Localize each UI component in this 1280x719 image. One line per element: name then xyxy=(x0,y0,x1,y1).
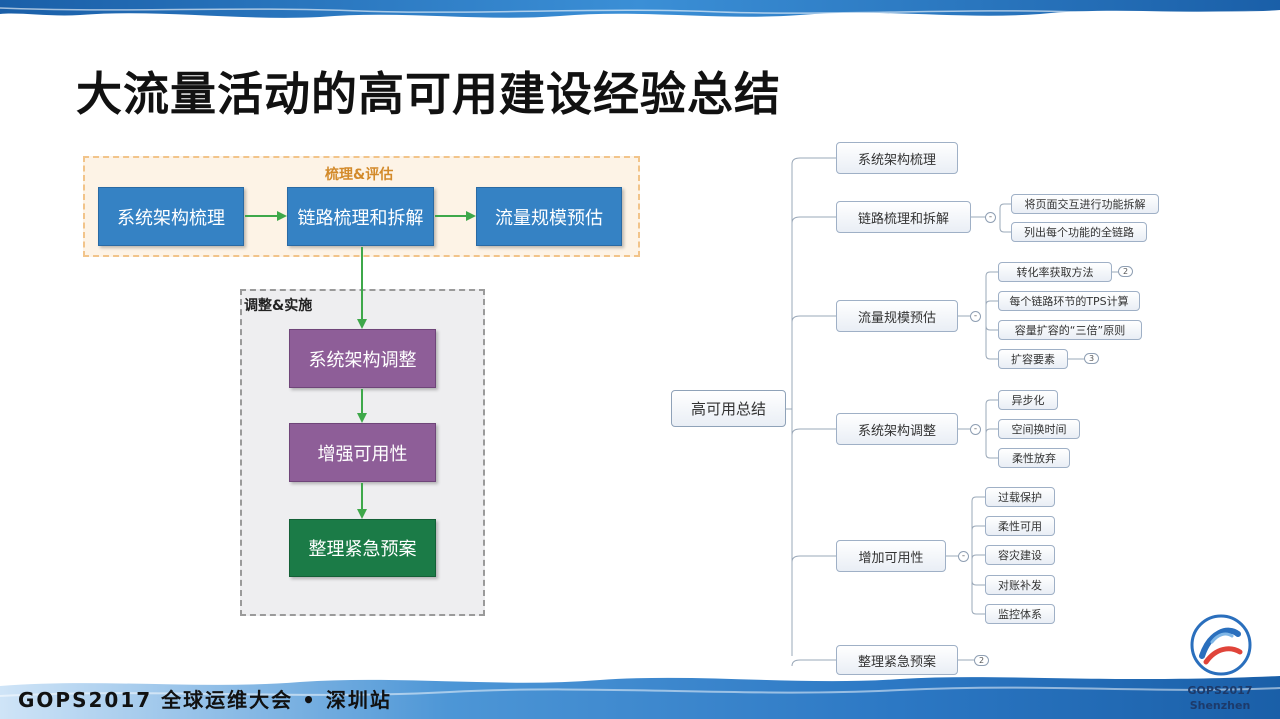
mindmap-leaf-scaling-factors[interactable]: 扩容要素 xyxy=(998,349,1068,369)
connector-b3-leaf-2 xyxy=(985,300,998,306)
connector-branch-2 xyxy=(791,216,836,224)
mindmap-branch-emergency-plan[interactable]: 整理紧急预案 xyxy=(836,645,958,675)
collapse-toggle-link-breakdown[interactable]: - xyxy=(985,212,996,223)
mindmap-leaf-conversion-rate[interactable]: 转化率获取方法 xyxy=(998,262,1112,282)
connector-b4-leaf-3 xyxy=(985,453,998,459)
review-group-label: 梳理&评估 xyxy=(325,167,394,183)
flow-step-architecture-adjust: 系统架构调整 xyxy=(289,329,436,388)
connector-branch-4 xyxy=(791,428,836,436)
gops-logo-icon xyxy=(1190,614,1252,676)
mindmap-branch-architecture-adjust[interactable]: 系统架构调整 xyxy=(836,413,958,445)
mindmap-branch-link-breakdown[interactable]: 链路梳理和拆解 xyxy=(836,201,971,233)
logo-text-gops2017: GOPS2017 xyxy=(1187,684,1253,697)
connector-b4-leaf-2 xyxy=(985,428,998,434)
mindmap-leaf-full-link-per-function[interactable]: 列出每个功能的全链路 xyxy=(1011,222,1147,242)
mindmap-leaf-async[interactable]: 异步化 xyxy=(998,390,1058,410)
flow-step-traffic-estimate: 流量规模预估 xyxy=(476,187,622,246)
connector-b4-leaf-1 xyxy=(985,399,998,405)
collapsed-count-scaling-factors[interactable]: 3 xyxy=(1084,353,1099,364)
mindmap-leaf-page-function-breakdown[interactable]: 将页面交互进行功能拆解 xyxy=(1011,194,1159,214)
connector-b5-leaf-2 xyxy=(971,525,985,531)
logo-text-shenzhen: Shenzhen xyxy=(1189,699,1251,712)
connector-b5-leaf-3 xyxy=(971,554,985,560)
mindmap-root[interactable]: 高可用总结 xyxy=(671,390,786,427)
connector-branch-1 xyxy=(791,157,836,165)
mindmap-leaf-graceful-abandon[interactable]: 柔性放弃 xyxy=(998,448,1070,468)
connector-b3-leaf-3 xyxy=(985,325,998,331)
event-footer: GOPS2017 全球运维大会 • 深圳站 xyxy=(18,688,392,712)
mindmap-leaf-graceful-degradation[interactable]: 柔性可用 xyxy=(985,516,1055,536)
mindmap-leaf-reconciliation[interactable]: 对账补发 xyxy=(985,575,1055,595)
impl-group-label: 调整&实施 xyxy=(244,298,313,314)
connector-b2-leaf-2 xyxy=(999,227,1011,233)
flow-step-availability: 增强可用性 xyxy=(289,423,436,482)
connector-b5-leaf-4 xyxy=(971,580,985,586)
flow-step-architecture-review: 系统架构梳理 xyxy=(98,187,244,246)
collapse-toggle-architecture-adjust[interactable]: - xyxy=(970,424,981,435)
collapsed-count-conversion-rate[interactable]: 2 xyxy=(1118,266,1133,277)
connector-b3-leaf-1 xyxy=(985,271,998,277)
mindmap-leaf-monitoring-system[interactable]: 监控体系 xyxy=(985,604,1055,624)
mindmap-leaf-triple-capacity-rule[interactable]: 容量扩容的“三倍”原则 xyxy=(998,320,1142,340)
mindmap-leaf-disaster-recovery[interactable]: 容灾建设 xyxy=(985,545,1055,565)
flow-step-link-breakdown: 链路梳理和拆解 xyxy=(287,187,434,246)
connector-b5-leaf-1 xyxy=(971,496,985,502)
connector-branch-5 xyxy=(791,555,836,563)
connector-b5-leaf-5 xyxy=(971,609,985,615)
mindmap-branch-architecture-review[interactable]: 系统架构梳理 xyxy=(836,142,958,174)
collapsed-count-emergency-plan[interactable]: 2 xyxy=(974,655,989,666)
connector-branch-3 xyxy=(791,315,836,323)
connector-b3-leaf-4 xyxy=(985,354,998,360)
mindmap-leaf-space-for-time[interactable]: 空间换时间 xyxy=(998,419,1080,439)
top-brush-band xyxy=(0,0,1280,18)
bottom-brush-band xyxy=(0,676,1280,719)
mindmap-leaf-tps-calculation[interactable]: 每个链路环节的TPS计算 xyxy=(998,291,1140,311)
connector-b2-leaf-1 xyxy=(999,203,1011,209)
collapse-toggle-availability[interactable]: - xyxy=(958,551,969,562)
mindmap-branch-availability[interactable]: 增加可用性 xyxy=(836,540,946,572)
collapse-toggle-traffic-estimate[interactable]: - xyxy=(970,311,981,322)
mindmap-leaf-overload-protection[interactable]: 过载保护 xyxy=(985,487,1055,507)
mindmap-branch-traffic-estimate[interactable]: 流量规模预估 xyxy=(836,300,958,332)
flow-step-emergency-plan: 整理紧急预案 xyxy=(289,519,436,577)
connector-branch-6 xyxy=(791,659,836,667)
slide-title: 大流量活动的高可用建设经验总结 xyxy=(76,67,781,121)
